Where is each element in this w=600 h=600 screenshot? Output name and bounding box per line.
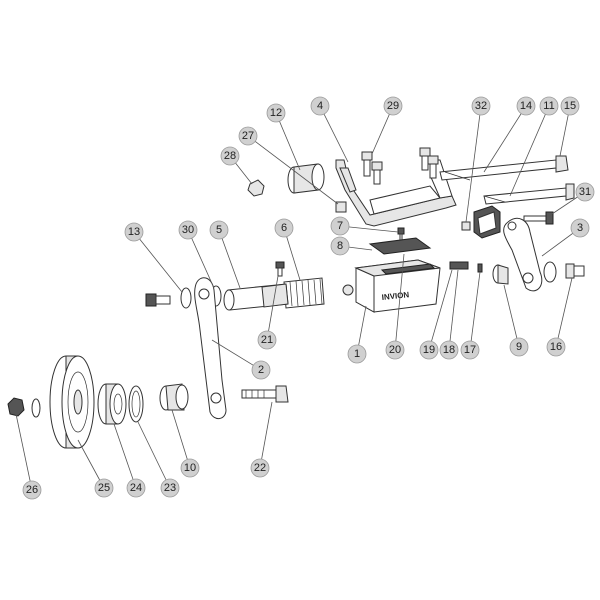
callout-15: 15: [560, 96, 580, 116]
part-10-bushing: [159, 383, 189, 411]
part-4-bracket: [335, 159, 457, 227]
callout-6: 6: [274, 218, 294, 238]
callout-5: 5: [209, 220, 229, 240]
callout-9: 9: [509, 337, 529, 357]
part-1-housing: INVION: [354, 259, 441, 313]
callout-19: 19: [419, 340, 439, 360]
callout-label: 12: [270, 107, 282, 119]
callout-label: 20: [389, 344, 401, 356]
callout-27: 27: [238, 126, 258, 146]
callout-label: 2: [258, 364, 264, 376]
callout-4: 4: [310, 96, 330, 116]
part-20-detail: [342, 284, 354, 296]
part-11-bolt: [483, 183, 575, 205]
part-22-bolt: [241, 385, 289, 403]
callout-label: 19: [423, 344, 435, 356]
callout-label: 1: [354, 348, 360, 360]
callout-label: 14: [520, 100, 532, 112]
part-23-ring: [128, 385, 144, 423]
callout-label: 11: [543, 100, 554, 112]
part-25-wheel: [49, 355, 95, 449]
part-21-screw: [275, 261, 285, 277]
callout-label: 28: [224, 150, 236, 162]
callout-label: 15: [564, 100, 576, 112]
callout-label: 16: [550, 341, 562, 353]
callout-1: 1: [347, 344, 367, 364]
part-6-threaded-coupling: [283, 277, 325, 309]
part-3-arm: [503, 217, 557, 292]
callout-label: 25: [98, 482, 110, 494]
callout-12: 12: [266, 103, 286, 123]
part-5-shaft: [223, 283, 289, 311]
part-13-washer: [180, 287, 192, 309]
callout-label: 10: [184, 462, 196, 474]
callout-label: 22: [254, 462, 266, 474]
part-32-block: [461, 205, 501, 239]
callout-18: 18: [439, 340, 459, 360]
callout-label: 9: [516, 341, 522, 353]
callout-label: 27: [242, 130, 254, 142]
part-16-screw: [565, 263, 585, 279]
callout-29: 29: [383, 96, 403, 116]
callout-label: 6: [281, 222, 287, 234]
part-12-cylinder: [287, 163, 325, 194]
part-17-pin: [477, 263, 483, 273]
callout-11: 11: [539, 96, 559, 116]
part-19-spring: [449, 261, 469, 270]
callout-label: 31: [579, 186, 591, 198]
part-13-screw: [145, 293, 171, 307]
callout-7: 7: [330, 216, 350, 236]
callout-22: 22: [250, 458, 270, 478]
callout-2: 2: [251, 360, 271, 380]
part-27-nut: [335, 201, 347, 213]
callout-8: 8: [330, 236, 350, 256]
callout-26: 26: [22, 480, 42, 500]
callout-label: 17: [464, 344, 476, 356]
brand-stamp: INVION: [381, 290, 410, 302]
part-26-nut: [7, 397, 25, 417]
callout-label: 32: [475, 100, 487, 112]
part-31-screw: [523, 211, 554, 225]
callout-label: 5: [216, 224, 222, 236]
callout-23: 23: [160, 478, 180, 498]
callout-20: 20: [385, 340, 405, 360]
callout-label: 4: [317, 100, 323, 112]
callout-17: 17: [460, 340, 480, 360]
callout-label: 23: [164, 482, 176, 494]
callout-label: 7: [337, 220, 343, 232]
callout-label: 21: [261, 334, 273, 346]
part-7-screw: [397, 227, 405, 241]
callout-label: 26: [26, 484, 38, 496]
callout-label: 8: [337, 240, 343, 252]
part-26-washer: [31, 398, 41, 418]
callout-32: 32: [471, 96, 491, 116]
leader-lines: [15, 105, 586, 491]
callout-3: 3: [570, 218, 590, 238]
part-8-plate: [368, 237, 432, 255]
part-14-long-bolt: [439, 155, 569, 181]
callout-16: 16: [546, 337, 566, 357]
callout-14: 14: [516, 96, 536, 116]
callout-13: 13: [124, 222, 144, 242]
callout-24: 24: [126, 478, 146, 498]
callout-label: 3: [577, 222, 583, 234]
part-29-bolts: [361, 147, 439, 185]
callout-28: 28: [220, 146, 240, 166]
callout-10: 10: [180, 458, 200, 478]
callout-label: 30: [182, 224, 194, 236]
part-2-lever: [194, 277, 227, 419]
callout-30: 30: [178, 220, 198, 240]
part-24-bearing: [97, 383, 127, 425]
callout-label: 24: [130, 482, 142, 494]
callout-31: 31: [575, 182, 595, 202]
callout-25: 25: [94, 478, 114, 498]
part-9-bushing: [492, 264, 509, 285]
callout-label: 13: [128, 226, 140, 238]
callout-21: 21: [257, 330, 277, 350]
callout-label: 29: [387, 100, 399, 112]
callout-label: 18: [443, 344, 455, 356]
